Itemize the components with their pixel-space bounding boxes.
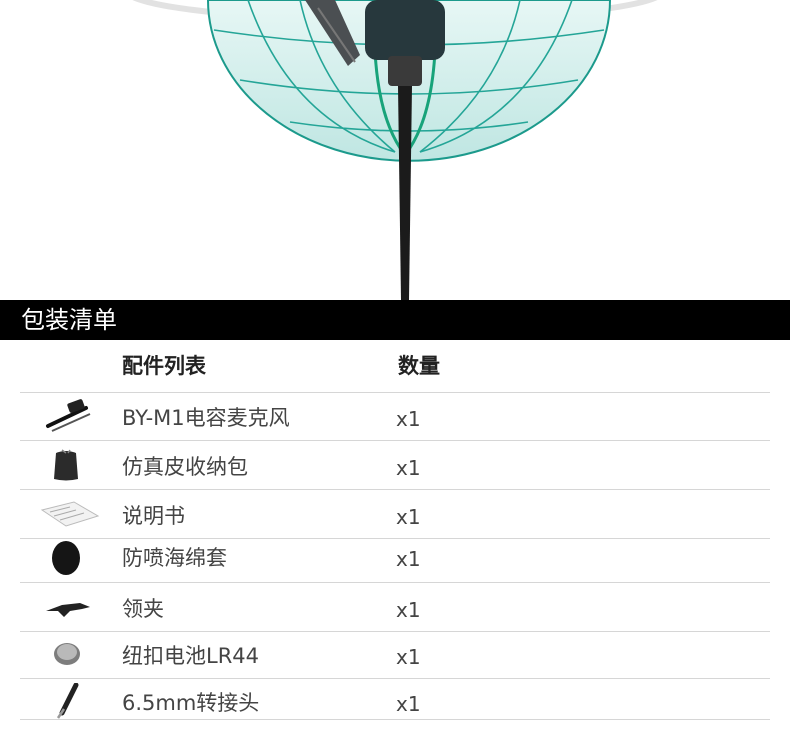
item-name: 纽扣电池LR44 <box>122 644 260 668</box>
item-name: 领夹 <box>122 597 164 621</box>
microphone-polar-pattern-illustration <box>131 0 659 300</box>
pouch-icon <box>54 449 78 481</box>
item-qty: x1 <box>396 692 421 716</box>
lapel-clip-icon <box>46 603 90 617</box>
item-qty: x1 <box>396 598 421 622</box>
table-row: 仿真皮收纳包 x1 <box>20 441 770 490</box>
manual-icon <box>40 501 100 527</box>
item-qty: x1 <box>396 645 421 669</box>
item-qty: x1 <box>396 505 421 529</box>
adapter-icon <box>56 683 79 719</box>
table-row: 领夹 x1 <box>20 583 770 632</box>
section-header-bar: 包装清单 <box>0 300 790 340</box>
item-qty: x1 <box>396 456 421 480</box>
table-row: 防喷海绵套 x1 <box>20 532 770 583</box>
item-name: 防喷海绵套 <box>122 546 227 570</box>
item-name: 仿真皮收纳包 <box>122 455 248 479</box>
table-row: 纽扣电池LR44 x1 <box>20 630 770 679</box>
microphone-icon <box>46 399 91 432</box>
battery-icon <box>54 643 80 665</box>
table-row: BY-M1电容麦克风 x1 <box>20 392 770 441</box>
column-header-qty: 数量 <box>398 354 440 378</box>
foam-windscreen-icon <box>52 541 80 575</box>
section-title: 包装清单 <box>21 306 117 334</box>
table-row: 6.5mm转接头 x1 <box>20 677 770 720</box>
table-row: 说明书 x1 <box>20 490 770 539</box>
item-qty: x1 <box>396 407 421 431</box>
item-name: BY-M1电容麦克风 <box>122 406 290 430</box>
item-name: 说明书 <box>122 504 185 528</box>
item-qty: x1 <box>396 547 421 571</box>
column-header-item: 配件列表 <box>122 354 206 378</box>
item-name: 6.5mm转接头 <box>122 691 260 715</box>
table-divider <box>20 392 770 393</box>
